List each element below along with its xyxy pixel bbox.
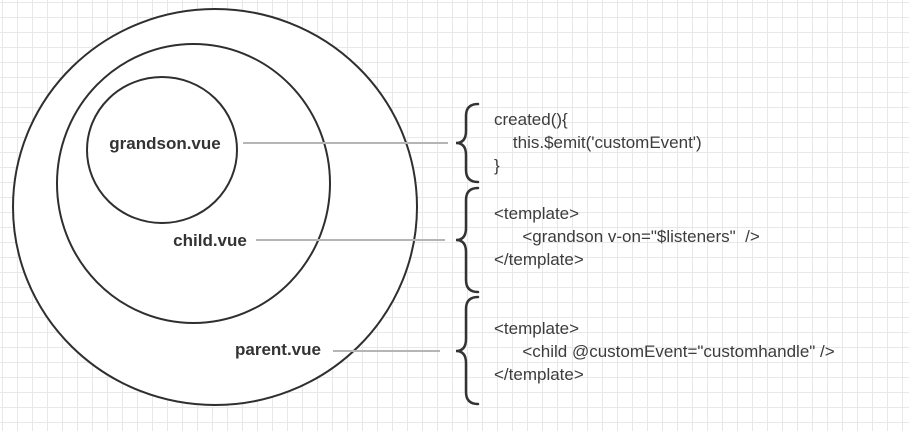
child-code-brace — [455, 186, 480, 294]
parent-code-block: <template> <child @customEvent="customha… — [494, 317, 835, 386]
grandson-code-block: created(){ this.$emit('customEvent') } — [494, 108, 702, 177]
child-label: child.vue — [173, 231, 247, 250]
grandson-circle — [86, 76, 238, 224]
parent-code-brace — [455, 295, 480, 406]
grandson-code-brace — [455, 102, 480, 184]
code-line: <child @customEvent="customhandle" /> — [494, 342, 835, 361]
code-line: <template> — [494, 204, 580, 223]
code-line: } — [494, 156, 500, 175]
grandson-label: grandson.vue — [109, 134, 221, 153]
code-line: <grandson v-on="$listeners" /> — [494, 227, 760, 246]
code-line: <template> — [494, 319, 580, 338]
code-line: </template> — [494, 250, 584, 269]
code-line: </template> — [494, 365, 584, 384]
code-line: this.$emit('customEvent') — [494, 133, 702, 152]
code-line: created(){ — [494, 110, 568, 129]
parent-label: parent.vue — [235, 340, 321, 359]
child-code-block: <template> <grandson v-on="$listeners" /… — [494, 202, 760, 271]
